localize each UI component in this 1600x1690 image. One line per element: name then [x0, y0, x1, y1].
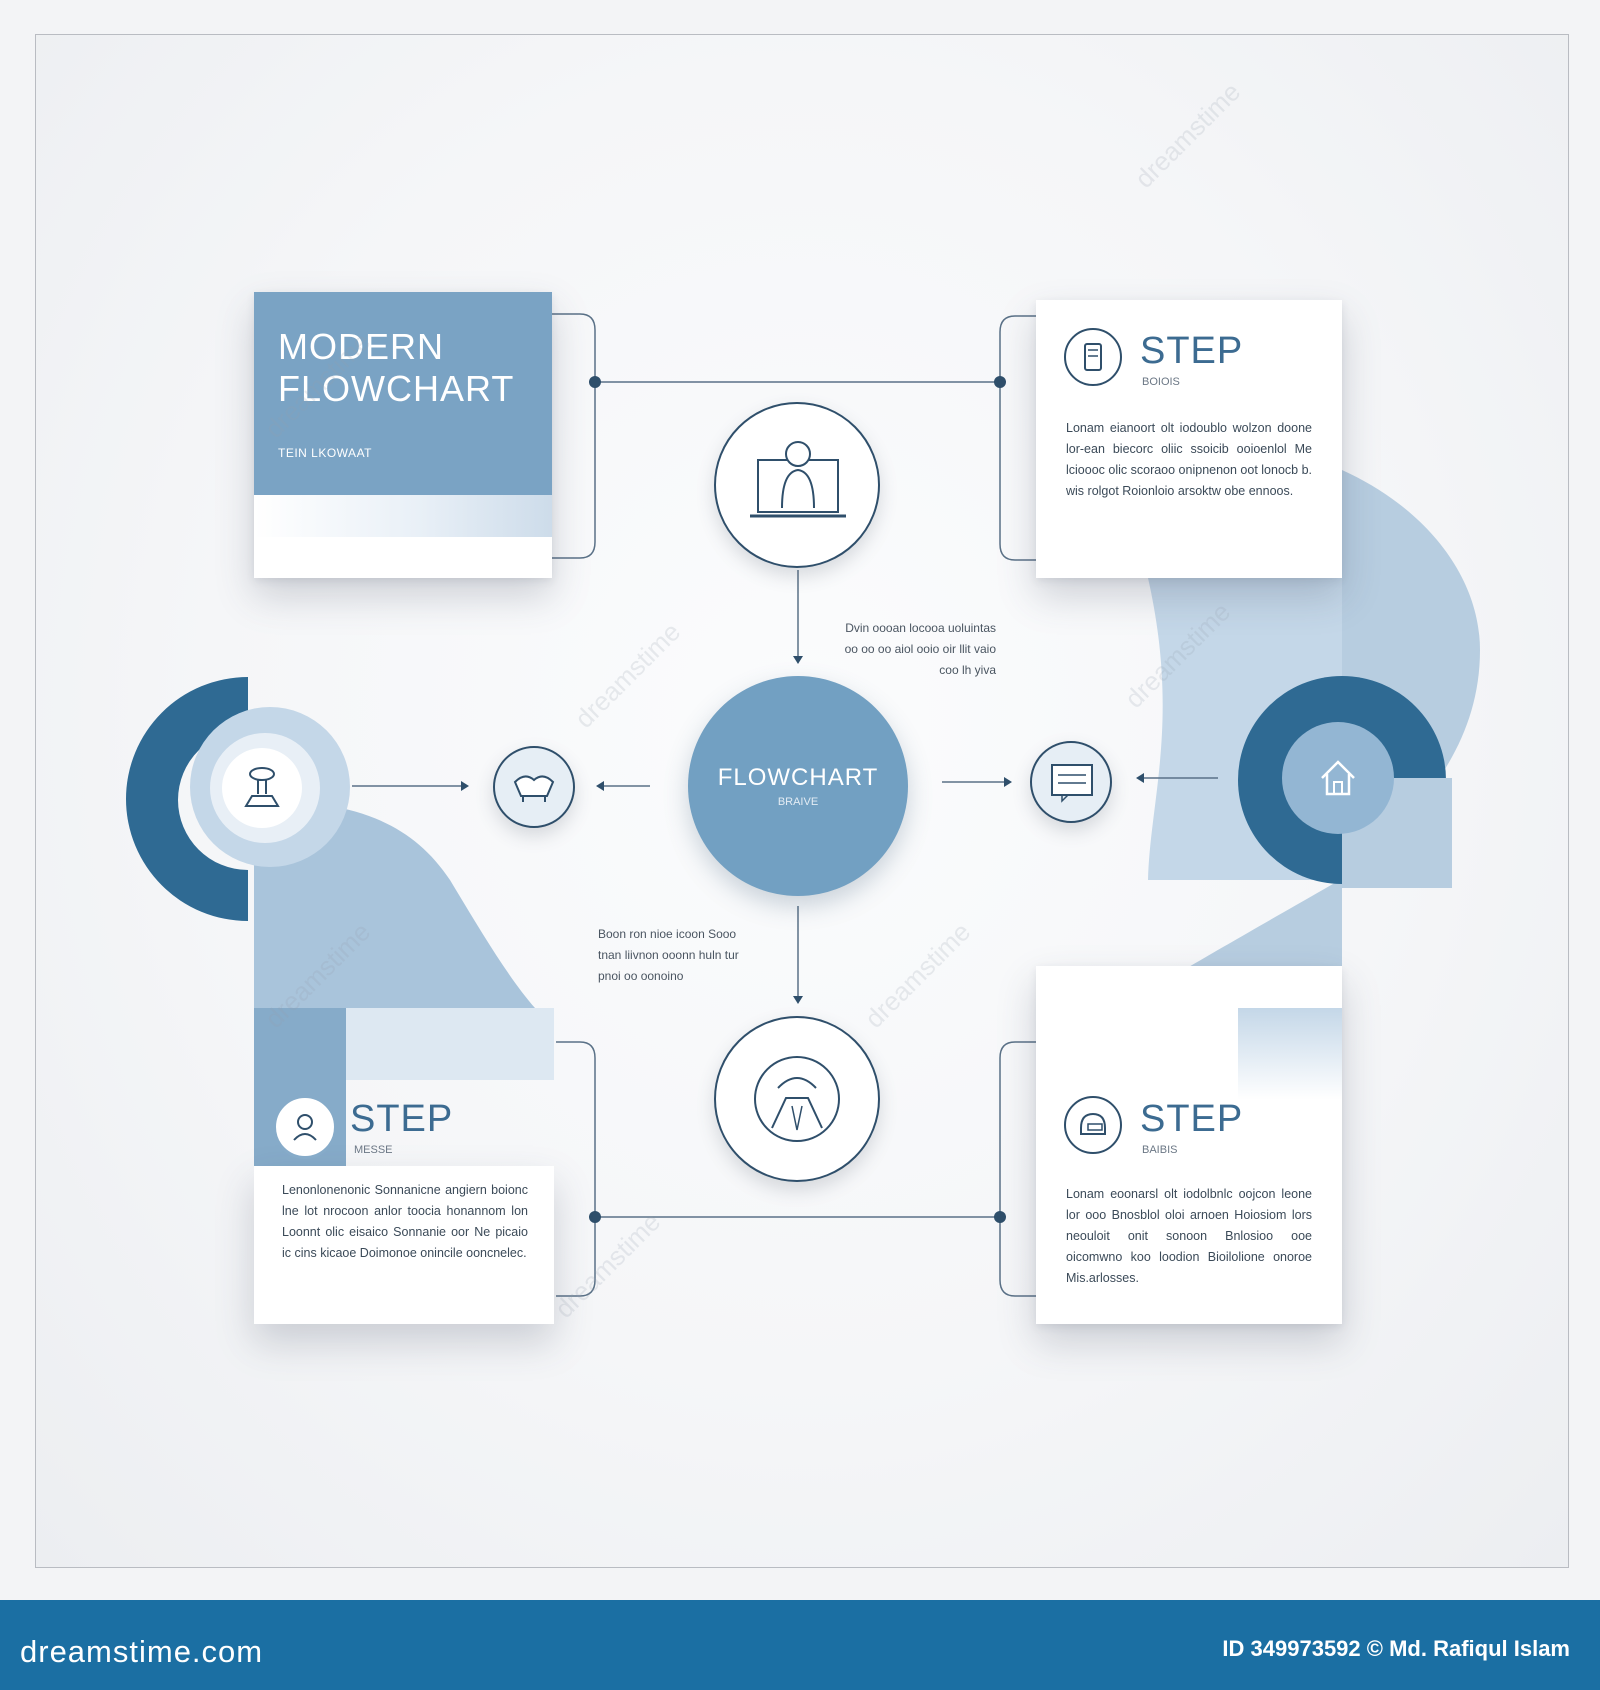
- donut-right-mid: [1282, 722, 1394, 834]
- node-bottom: [714, 1016, 880, 1182]
- node-left: [493, 746, 575, 828]
- bracket-top-left: [552, 313, 596, 559]
- home-icon: [1308, 748, 1368, 808]
- hub-title: FLOWCHART: [717, 764, 879, 791]
- title-card-header: [254, 292, 552, 495]
- helmet-icon: [1064, 1096, 1122, 1154]
- donut-left-outer: [126, 677, 248, 921]
- bracket-top-right: [999, 315, 1036, 561]
- donut-left-core: [222, 748, 302, 828]
- arrowhead: [1136, 773, 1144, 783]
- footer-credit: ID 349973592 © Md. Rafiqul Islam: [1222, 1636, 1570, 1661]
- decor-right-wave: [1125, 470, 1480, 1008]
- connector-dot: [589, 376, 601, 388]
- step-card-top-right: STEP BOIOIS Lonam eianoort olt iodoublo …: [1036, 300, 1342, 578]
- connector-dot: [589, 1211, 601, 1223]
- handshake-icon: [513, 775, 555, 802]
- step-body: Lonam eianoort olt iodoublo wolzon doone…: [1066, 421, 1313, 498]
- bracket-bottom-left: [556, 1041, 596, 1297]
- step-card-bottom-right: STEP BAIBIS Lonam eoonarsl olt iodolbnlc…: [1036, 966, 1342, 1324]
- document-icon: [1051, 764, 1093, 803]
- step-title: STEP: [1140, 330, 1244, 372]
- title-card: MODERN FLOWCHART TEIN LKOWAAT: [254, 292, 552, 578]
- step-body: Lonam eoonarsl olt iodolbnlc oojcon leon…: [1066, 1187, 1312, 1285]
- hub-subtitle: BRAIVE: [777, 796, 819, 808]
- bust-icon: [754, 1056, 840, 1142]
- phone-icon: [1064, 328, 1122, 386]
- title-line-1: MODERN: [278, 326, 444, 367]
- title-card-title: MODERN FLOWCHART: [278, 326, 548, 410]
- step-title: STEP: [350, 1098, 454, 1140]
- decor-left-fade: [346, 1008, 554, 1080]
- podium-icon: [232, 758, 292, 818]
- arrowhead: [793, 656, 803, 664]
- title-card-subtitle: TEIN LKOWAAT: [278, 446, 373, 460]
- step-title: STEP: [1140, 1098, 1244, 1140]
- footer-bar: dreamstime.com ID 349973592 © Md. Rafiqu…: [0, 1600, 1600, 1690]
- connector-dot: [994, 1211, 1006, 1223]
- laptop-user-icon: [750, 441, 846, 518]
- title-card-fade: [254, 495, 552, 537]
- connector-dot: [994, 376, 1006, 388]
- step-card-bottom-left-content: STEP MESSE Lenonlonenonic Sonnanicne ang…: [254, 1042, 554, 1324]
- arrowhead: [1004, 777, 1012, 787]
- title-line-2: FLOWCHART: [278, 368, 515, 409]
- bracket-bottom-right: [999, 1041, 1036, 1297]
- arrowhead: [461, 781, 469, 791]
- node-top: [714, 402, 880, 568]
- step-card-bottom-left-body: [254, 1166, 554, 1324]
- node-right: [1030, 741, 1112, 823]
- decor-left-wave: [254, 800, 535, 1008]
- note-top: Dvin oooan locooa uoluintas oo oo oo aio…: [844, 621, 996, 677]
- arrowhead: [793, 996, 803, 1004]
- step-tag: BOIOIS: [1142, 376, 1180, 388]
- step-body: Lenonlonenonic Sonnanicne angiern boionc…: [282, 1183, 528, 1260]
- arrowhead: [596, 781, 604, 791]
- step-card-fade: [1238, 1008, 1342, 1100]
- footer-brand[interactable]: dreamstime.com: [20, 1634, 264, 1669]
- hub-circle: FLOWCHART BRAIVE: [688, 676, 908, 896]
- step-tag: MESSE: [354, 1144, 393, 1156]
- step-tag: BAIBIS: [1142, 1144, 1178, 1156]
- person-icon: [276, 1098, 334, 1156]
- note-bottom: Boon ron nioe icoon Sooo tnan liivnon oo…: [598, 927, 739, 983]
